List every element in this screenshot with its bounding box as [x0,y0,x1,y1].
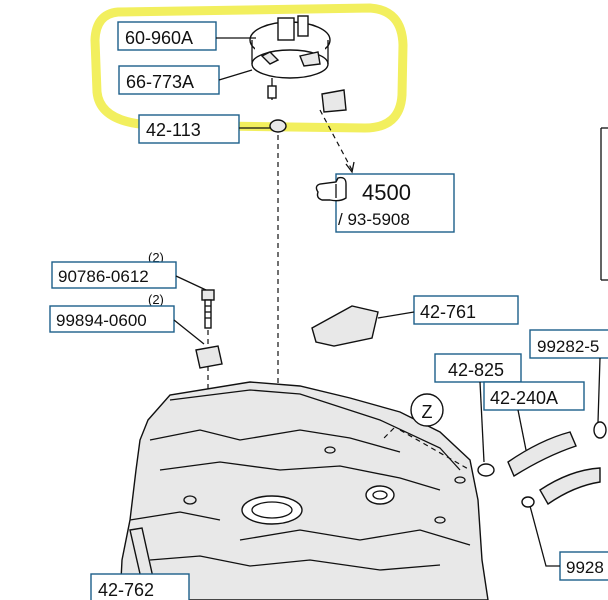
fuel-pump-assembly [249,15,347,113]
clip-nut [195,345,223,369]
part-label-42-762: 42-762 [98,580,154,600]
part-label-9928: 9928 [566,558,604,577]
protector-plate [311,305,379,347]
part-label-99894-0600: 99894-0600 [56,311,147,330]
part-label-42-825: 42-825 [448,360,504,380]
view-z-marker: Z [381,393,471,471]
quantity-90786-0612: (2) [148,250,164,265]
part-label-60-960a: 60-960A [125,28,193,48]
part-label-90786-0612: 90786-0612 [58,267,149,286]
pointing-hand-icon [315,176,347,202]
part-label-66-773a: 66-773A [126,72,194,92]
fuel-tank [119,381,489,600]
reference-code: 4500 [362,180,411,205]
gasket-ring [269,119,287,133]
part-label-99282-5: 99282-5 [537,337,599,356]
part-label-42-113: 42-113 [146,120,201,140]
highlight-outline [90,3,408,133]
quantity-99894-0600: (2) [148,292,164,307]
side-panel-edge [600,127,608,281]
bolt [201,289,215,329]
part-label-42-761: 42-761 [420,302,476,322]
reference-leader [319,109,353,171]
part-label-42-240a: 42-240A [490,388,558,408]
view-z-label: Z [422,402,433,422]
reference-page: / 93-5908 [338,210,410,229]
hose-assembly [477,421,607,508]
